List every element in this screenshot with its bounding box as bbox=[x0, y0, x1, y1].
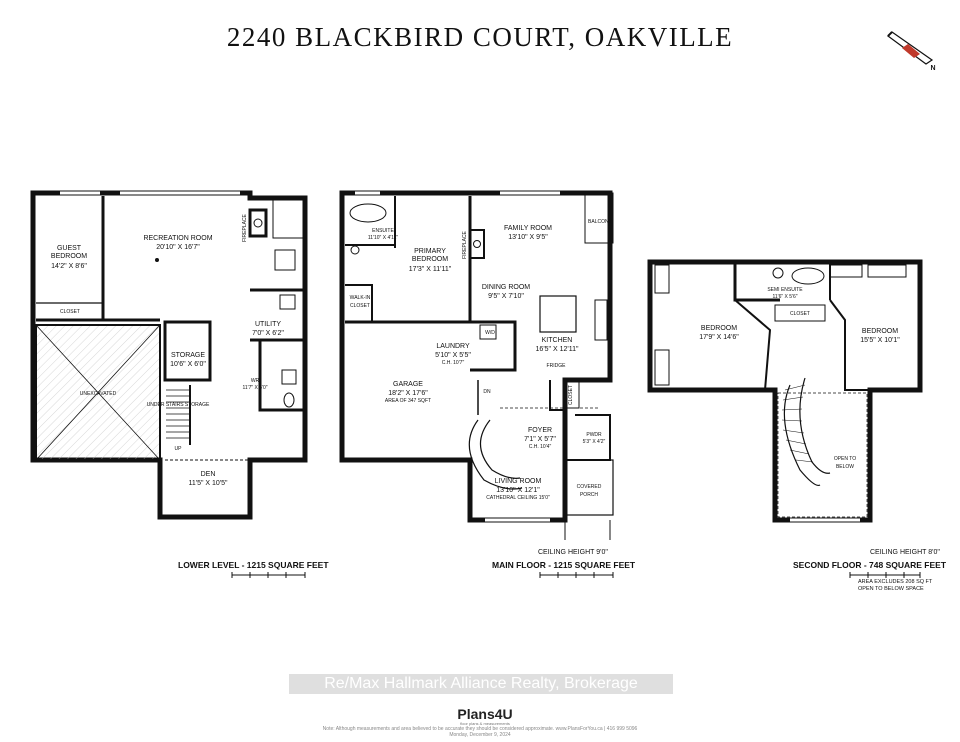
wr-dims: 11'7" X 5'0" bbox=[242, 385, 267, 391]
family-room-name: FAMILY ROOM bbox=[504, 225, 552, 232]
laundry-name: LAUNDRY bbox=[436, 343, 470, 350]
garage-dims: 18'2" X 17'6" bbox=[388, 390, 428, 397]
lower-level-plan bbox=[30, 190, 308, 520]
second-floor-ceiling: CEILING HEIGHT 8'0" bbox=[870, 549, 940, 556]
ensuite-name: ENSUITE bbox=[372, 228, 394, 234]
main-closet-label: CLOSET bbox=[568, 385, 574, 405]
bedroom-left-dims: 17'9" X 14'6" bbox=[699, 334, 739, 341]
scale-bar-second bbox=[849, 572, 921, 578]
second-floor-exclusion: AREA EXCLUDES 208 SQ FT OPEN TO BELOW SP… bbox=[858, 579, 932, 593]
foyer-name: FOYER bbox=[528, 427, 552, 434]
scale-bar-lower bbox=[231, 572, 306, 578]
kitchen-dims: 16'5" X 12'11" bbox=[536, 346, 579, 353]
ensuite-dims: 11'10" X 4'11" bbox=[368, 235, 399, 241]
second-floor-label: SECOND FLOOR - 748 SQUARE FEET bbox=[793, 560, 947, 570]
recreation-room-name: RECREATION ROOM bbox=[143, 235, 212, 242]
laundry-dims: 5'10" X 5'5" bbox=[435, 352, 471, 359]
semi-ensuite-dims: 11'6" X 5'6" bbox=[772, 294, 797, 300]
disclaimer-date: Monday, December 9, 2024 bbox=[449, 732, 511, 738]
den-dims: 11'5" X 10'5" bbox=[188, 480, 228, 487]
dining-room-dims: 9'5" X 7'10" bbox=[488, 293, 524, 300]
foyer-ceiling: C.H. 10'4" bbox=[529, 444, 552, 450]
lower-fireplace-label: FIREPLACE bbox=[242, 213, 248, 241]
living-room-ceiling: CATHEDRAL CEILING 15'0" bbox=[486, 495, 550, 501]
main-floor-plan bbox=[339, 190, 614, 540]
family-room-dims: 13'10" X 9'5" bbox=[508, 234, 548, 241]
lower-up-label: UP bbox=[175, 446, 183, 452]
scale-bar-main bbox=[539, 572, 614, 578]
logo-subtitle: floor plans & measurements bbox=[460, 721, 510, 726]
disclaimer-text: Note: Although measurements and area bel… bbox=[322, 726, 638, 732]
recreation-room-dims: 20'10" X 16'7" bbox=[156, 244, 200, 251]
brokerage-watermark: Re/Max Hallmark Alliance Realty, Brokera… bbox=[289, 674, 673, 694]
wr-name: WR bbox=[251, 378, 260, 384]
wd-label: W/D bbox=[485, 330, 495, 336]
bedroom-right-name: BEDROOM bbox=[862, 328, 898, 335]
compass-north-label: N bbox=[930, 65, 935, 72]
primary-bedroom-dims: 17'3" X 11'11" bbox=[409, 266, 452, 273]
bedroom-left-name: BEDROOM bbox=[701, 325, 737, 332]
garage-area: AREA OF 347 SQFT bbox=[385, 398, 431, 404]
storage-dims: 10'6" X 6'0" bbox=[170, 361, 206, 368]
guest-bedroom-dims: 14'2" X 8'6" bbox=[51, 263, 87, 270]
exclusion-line-2: OPEN TO BELOW SPACE bbox=[858, 586, 924, 592]
utility-name: UTILITY bbox=[255, 321, 281, 328]
main-floor-label: MAIN FLOOR - 1215 SQUARE FEET bbox=[492, 560, 636, 570]
main-fireplace-label: FIREPLACE bbox=[462, 230, 468, 258]
pwdr-dims: 5'3" X 4'2" bbox=[583, 439, 606, 445]
main-floor-ceiling: CEILING HEIGHT 9'0" bbox=[538, 549, 608, 556]
laundry-ceiling: C.H. 10'7" bbox=[442, 360, 465, 366]
semi-ensuite-name: SEMI ENSUITE bbox=[767, 287, 803, 293]
utility-dims: 7'0" X 6'2" bbox=[252, 330, 284, 337]
lower-level-label: LOWER LEVEL - 1215 SQUARE FEET bbox=[178, 560, 329, 570]
living-room-name: LIVING ROOM bbox=[495, 478, 542, 485]
storage-name: STORAGE bbox=[171, 352, 205, 359]
exclusion-line-1: AREA EXCLUDES 208 SQ FT bbox=[858, 579, 933, 585]
compass-icon bbox=[887, 31, 934, 65]
second-floor-plan bbox=[647, 259, 923, 523]
living-room-dims: 13'10" X 12'1" bbox=[496, 487, 540, 494]
plans4u-logo: Plans4U bbox=[457, 706, 513, 722]
lower-closet-label: CLOSET bbox=[60, 309, 80, 315]
kitchen-name: KITCHEN bbox=[542, 337, 573, 344]
unexcavated-label: UNEXCAVATED bbox=[80, 391, 117, 397]
pwdr-name: PWDR bbox=[586, 432, 602, 438]
page-title: 2240 BLACKBIRD COURT, OAKVILLE bbox=[226, 22, 734, 52]
den-name: DEN bbox=[201, 471, 216, 478]
disclaimer-note: Note: Although measurements and area bel… bbox=[0, 726, 960, 738]
dining-room-name: DINING ROOM bbox=[482, 284, 530, 291]
under-stairs-label: UNDER STAIRS STORAGE bbox=[147, 402, 210, 408]
fridge-label: FRIDGE bbox=[547, 363, 567, 369]
main-dn-label: DN bbox=[483, 389, 491, 395]
balcony-label: BALCONY bbox=[588, 219, 613, 225]
bedroom-right-dims: 15'5" X 10'1" bbox=[860, 337, 900, 344]
second-closet-label: CLOSET bbox=[790, 311, 810, 317]
foyer-dims: 7'1" X 5'7" bbox=[524, 436, 556, 443]
garage-name: GARAGE bbox=[393, 381, 423, 388]
